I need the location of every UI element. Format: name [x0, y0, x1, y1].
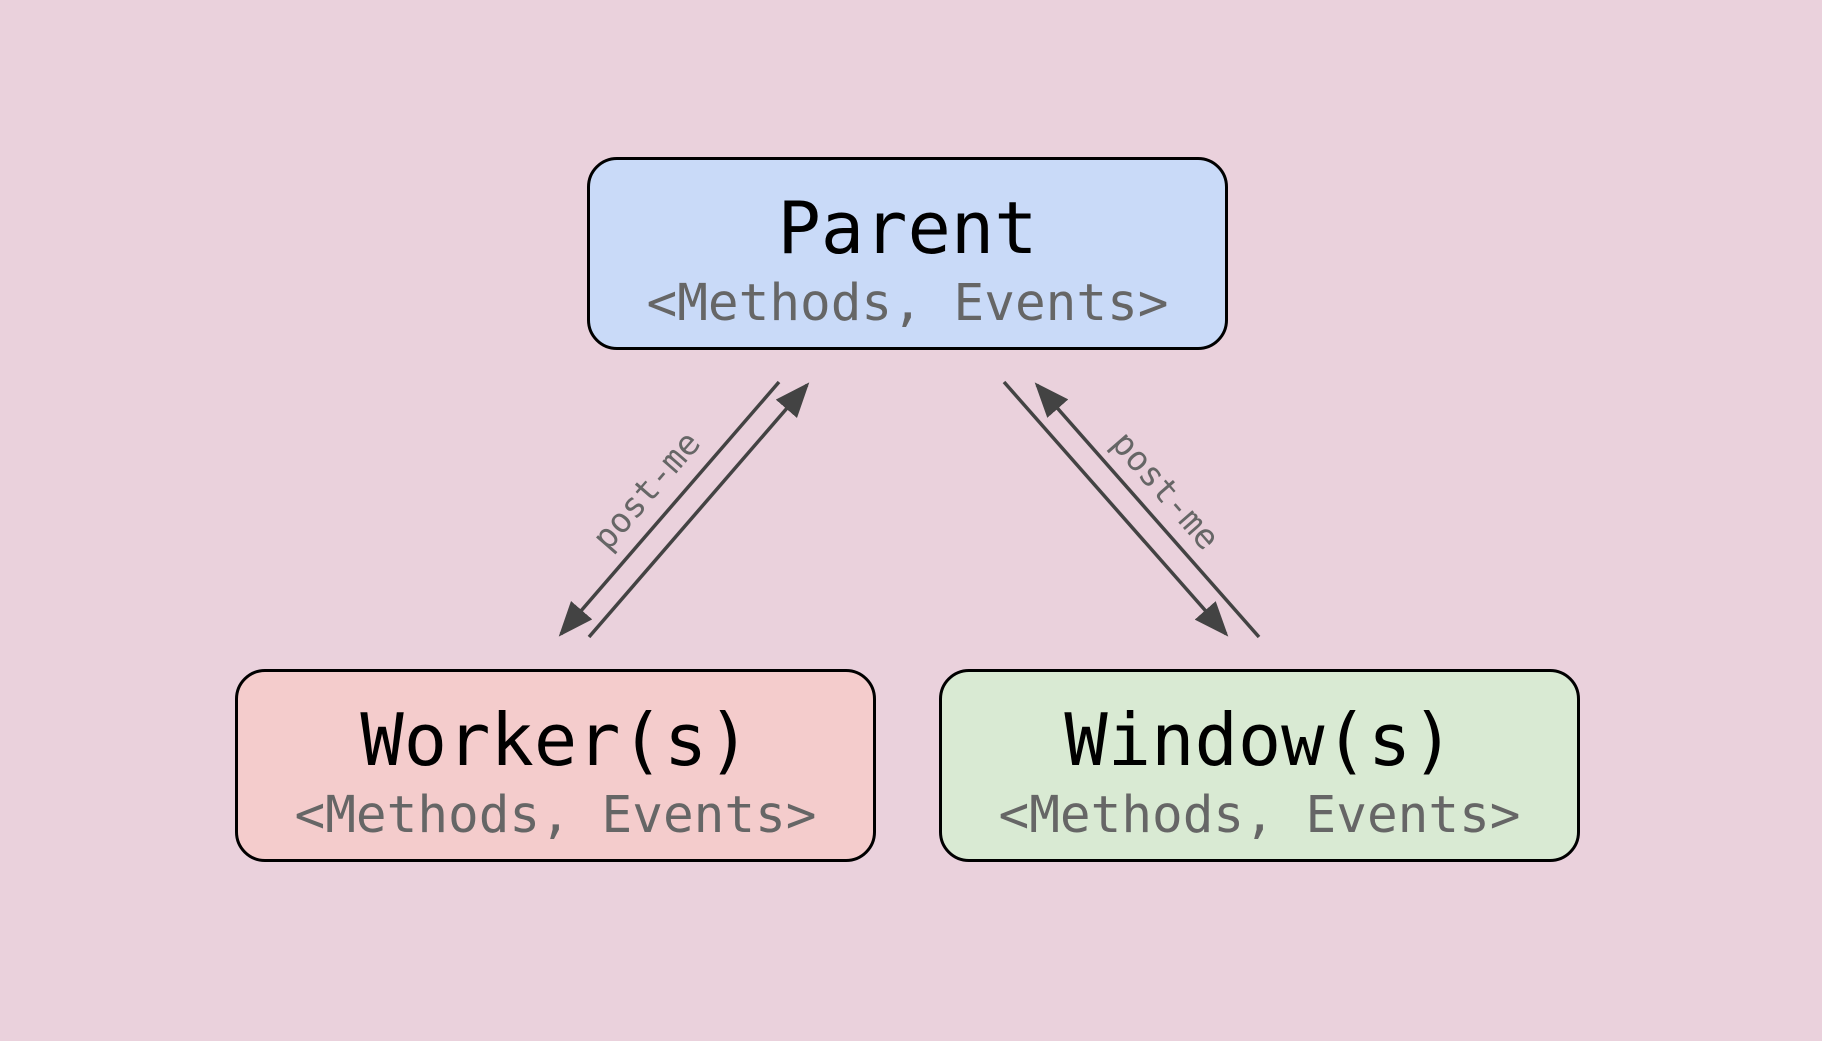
worker-node: Worker(s) <Methods, Events>	[235, 669, 876, 862]
edge-label-right: post-me	[1103, 424, 1227, 558]
parent-subtitle: <Methods, Events>	[646, 274, 1169, 333]
edge-label-left: post-me	[585, 424, 709, 558]
window-node: Window(s) <Methods, Events>	[939, 669, 1580, 862]
parent-node: Parent <Methods, Events>	[587, 157, 1228, 350]
arrow-parent-to-window	[1002, 380, 1229, 637]
parent-title: Parent	[777, 186, 1038, 270]
window-subtitle: <Methods, Events>	[998, 786, 1521, 845]
worker-title: Worker(s)	[360, 698, 751, 782]
window-title: Window(s)	[1064, 698, 1455, 782]
arrow-parent-to-worker	[558, 380, 781, 637]
arrow-worker-to-parent	[587, 382, 810, 639]
arrow-window-to-parent	[1034, 382, 1261, 639]
worker-subtitle: <Methods, Events>	[294, 786, 817, 845]
